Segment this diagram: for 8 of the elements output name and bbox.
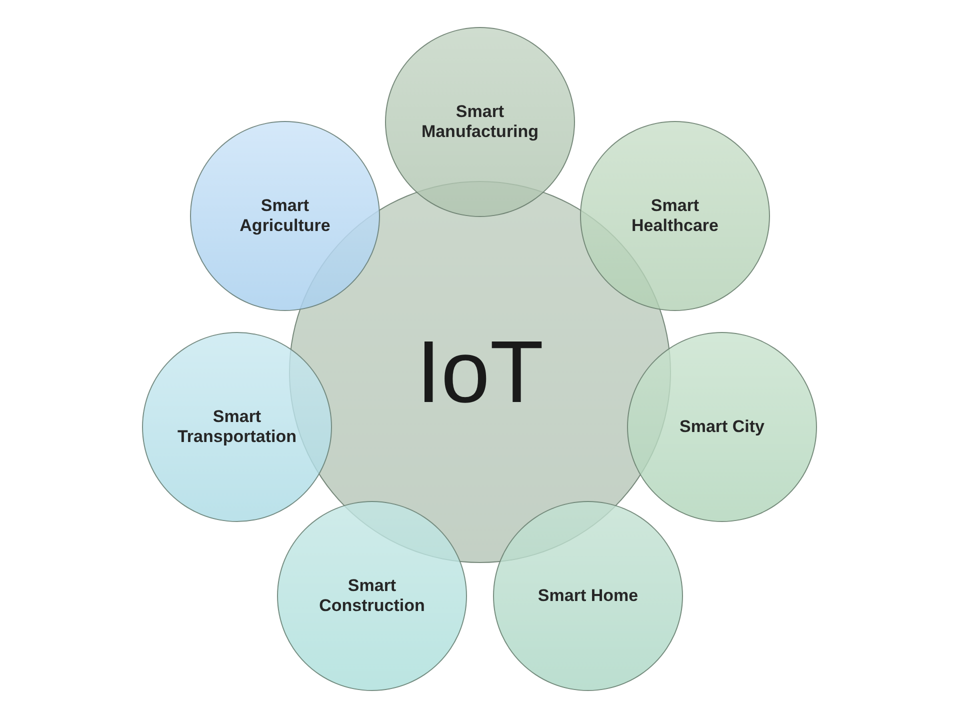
- topic-label: Smart Construction: [318, 576, 426, 616]
- topic-label: Smart Agriculture: [238, 196, 332, 236]
- topic-label: Smart Transportation: [176, 406, 298, 448]
- central-title: IoT: [416, 321, 544, 424]
- topic-label: Smart City: [679, 416, 765, 438]
- topic-label: Smart Healthcare: [630, 196, 720, 236]
- topic-label: Smart Home: [538, 586, 638, 606]
- topic-label: Smart Manufacturing: [420, 102, 540, 142]
